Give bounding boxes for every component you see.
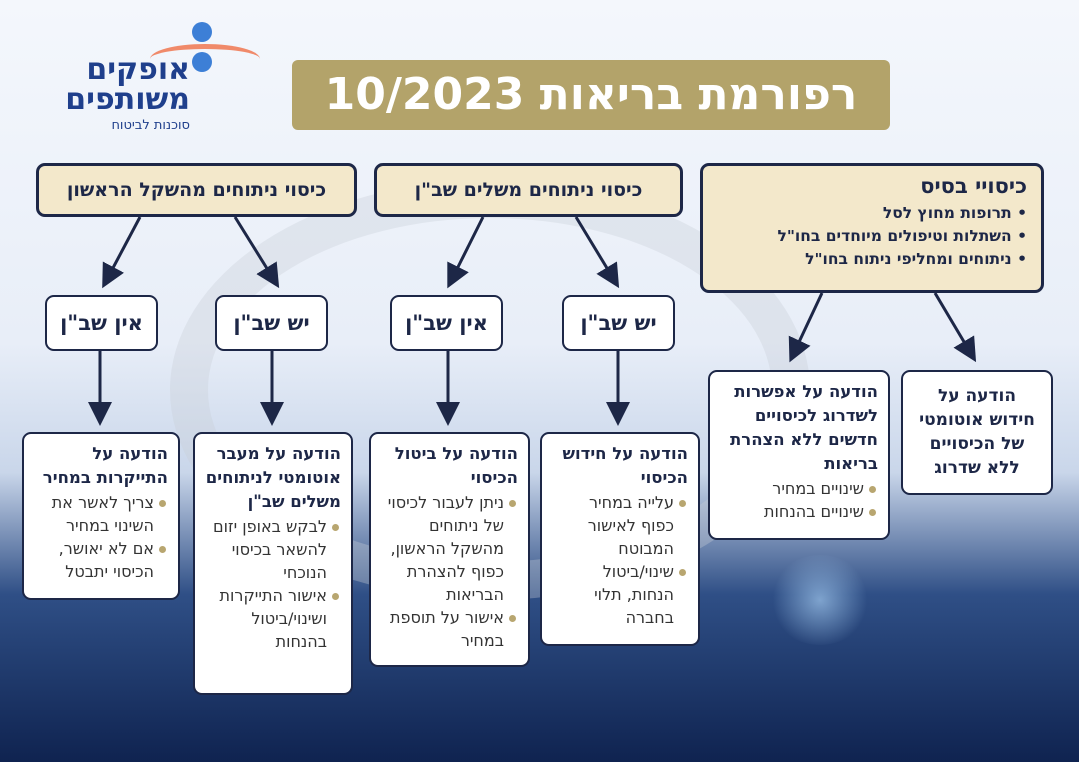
card-item: שינויים בהנחות: [720, 500, 878, 523]
card-item: אישור התייקרות ושינוי/ביטול בהנחות: [205, 584, 341, 653]
card-renewal: הודעה על חידוש הכיסוי עלייה במחיר כפוף ל…: [540, 432, 700, 646]
basis-title: כיסויי בסיס: [920, 174, 1027, 198]
card-title: הודעה על אפשרות לשדרוג לכיסויים חדשים לל…: [729, 382, 878, 473]
logo-line1: אופקים: [86, 52, 190, 87]
logo-dot2-icon: [192, 52, 212, 72]
arrow: [233, 216, 280, 289]
card-item: עלייה במחיר כפוף לאישור המבוטח: [552, 491, 688, 560]
card-title: הודעה על חידוש אוטומטי של הכיסויים ללא ש…: [919, 386, 1035, 478]
card-title: הודעה על מעבר אוטומטי לניתוחים משלים שב"…: [205, 444, 341, 511]
page-title: רפורמת בריאות 10/2023: [292, 60, 890, 130]
card-item: שינויים במחיר: [720, 477, 878, 500]
logo-arc-icon: [150, 44, 260, 74]
card-item: שינוי/ביטול הנחות, תלוי בחברה: [552, 560, 688, 629]
card-item: ניתן לעבור לכיסוי של ניתוחים מהשקל הראשו…: [381, 491, 518, 606]
branch-no-shaban: אין שב"ן: [390, 295, 503, 351]
card-title: הודעה על ביטול הכיסוי: [394, 444, 518, 487]
logo-dot-icon: [192, 22, 212, 42]
card-auto-transfer: הודעה על מעבר אוטומטי לניתוחים משלים שב"…: [193, 432, 353, 695]
basis-item: ניתוחים ומחליפי ניתוח בחו"ל: [717, 248, 1027, 271]
arrow: [574, 216, 620, 289]
card-auto-renewal: הודעה על חידוש אוטומטי של הכיסויים ללא ש…: [901, 370, 1053, 495]
logo-line2: משותפים: [65, 82, 190, 117]
card-cancellation: הודעה על ביטול הכיסוי ניתן לעבור לכיסוי …: [369, 432, 530, 667]
card-price-increase: הודעה על התייקרות במחיר צריך לאשר את השי…: [22, 432, 180, 600]
card-item: לבקש באופן יזום להשאר בכיסוי הנוכחי: [205, 515, 341, 584]
branch-has-shaban: יש שב"ן: [215, 295, 328, 351]
card-item: אישור על תוספת במחיר: [381, 606, 518, 652]
header-label: כיסוי ניתוחים מהשקל הראשון: [66, 179, 327, 201]
arrow: [933, 292, 977, 363]
logo-tagline: סוכנות לביטוח: [111, 118, 190, 133]
arrow: [788, 292, 824, 363]
basis-item: השתלות וטיפולים מיוחדים בחו"ל: [717, 225, 1027, 248]
arrow: [102, 216, 142, 289]
card-upgrade-option: הודעה על אפשרות לשדרוג לכיסויים חדשים לל…: [708, 370, 890, 540]
card-title: הודעה על חידוש הכיסוי: [562, 444, 688, 487]
card-item: צריך לאשר את השינוי במחיר: [34, 491, 168, 537]
arrow: [447, 216, 485, 289]
card-title: הודעה על התייקרות במחיר: [42, 444, 168, 487]
header-first-shekel: כיסוי ניתוחים מהשקל הראשון: [36, 163, 357, 217]
basis-item: תרופות מחוץ לסל: [717, 202, 1027, 225]
logo: אופקים משותפים סוכנות לביטוח: [55, 18, 265, 133]
header-shaban: כיסוי ניתוחים משלים שב"ן: [374, 163, 683, 217]
card-item: אם לא יאושר, הכיסוי יתבטל: [34, 537, 168, 583]
branch-no-shaban: אין שב"ן: [45, 295, 158, 351]
header-label: כיסוי ניתוחים משלים שב"ן: [414, 179, 643, 201]
medical-document-shield-icon: [770, 555, 870, 645]
header-basis: כיסויי בסיס תרופות מחוץ לסל השתלות וטיפו…: [700, 163, 1044, 293]
branch-has-shaban: יש שב"ן: [562, 295, 675, 351]
